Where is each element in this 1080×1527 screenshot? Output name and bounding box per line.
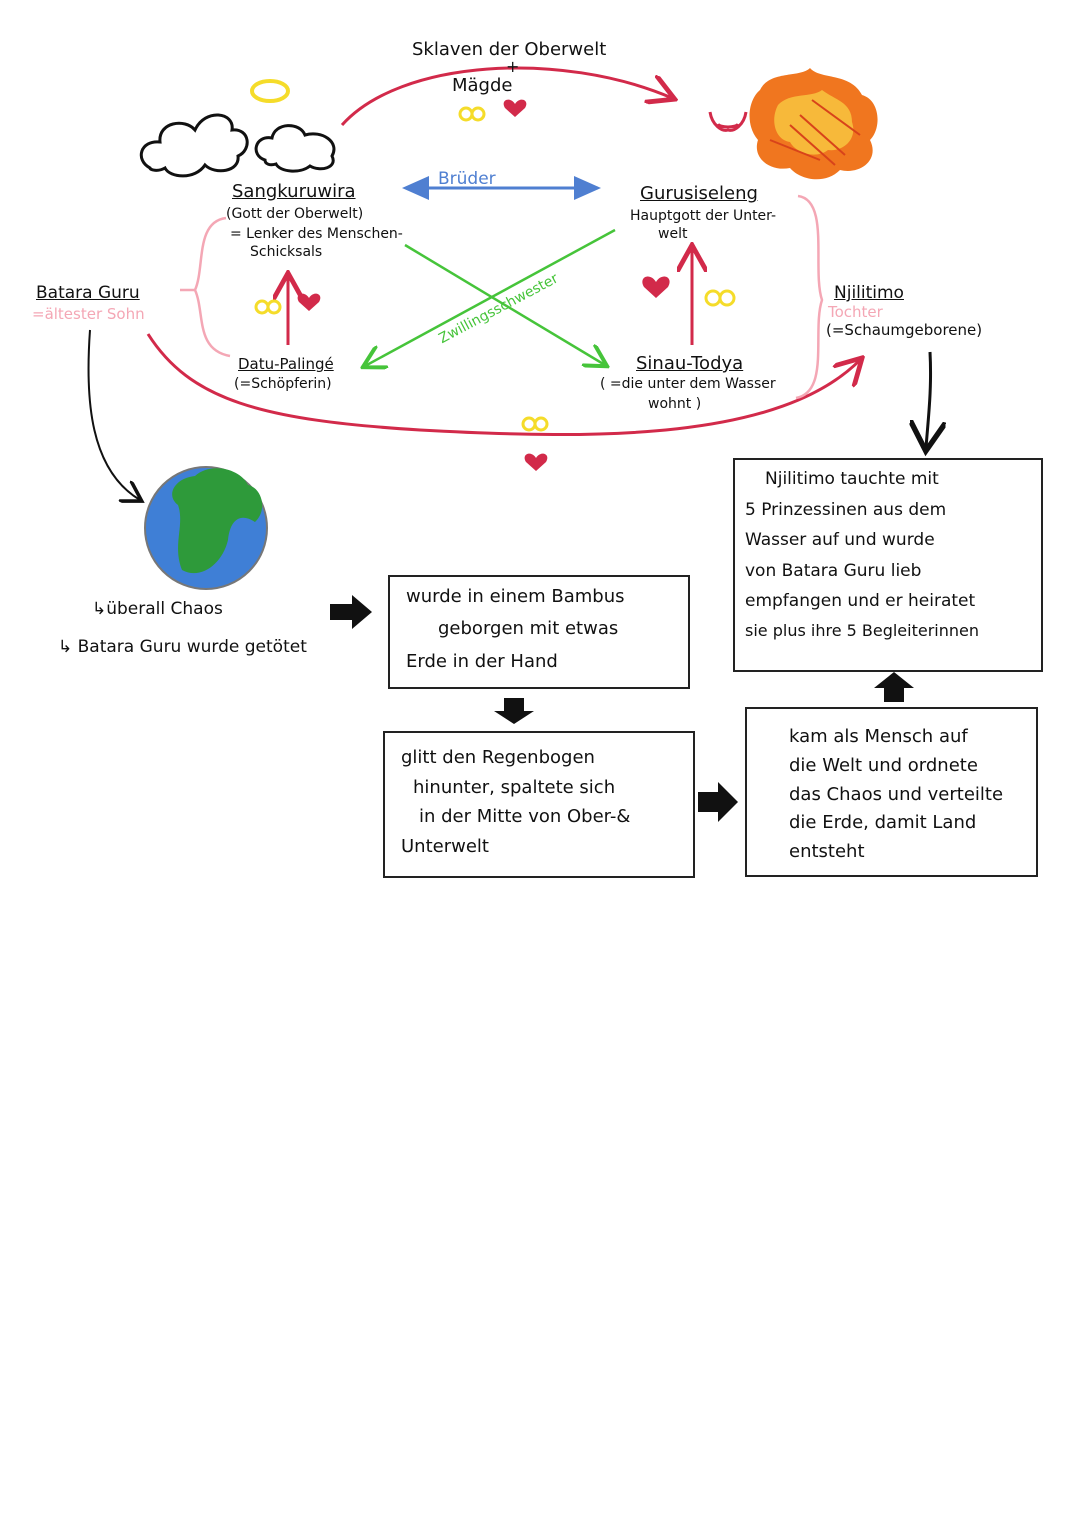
gurusiseleng-desc: Hauptgott der Unter- [630, 208, 777, 224]
rings-icon [254, 299, 282, 315]
batara-guru-name: Batara Guru [36, 283, 140, 303]
devil-horns-icon [708, 111, 748, 132]
rainbow-box-line: glitt den Regenbogen [401, 747, 595, 768]
slaves-arrow [340, 66, 672, 127]
right-brace [795, 194, 824, 400]
rainbow-box: glitt den Regenbogen hinunter, spaltete … [383, 731, 695, 878]
gurusiseleng-name: Gurusiseleng [640, 183, 758, 204]
rainbow-box-line: Unterwelt [401, 836, 489, 858]
heart-icon [503, 99, 527, 117]
killed-note: ↳ Batara Guru wurde getötet [58, 637, 307, 657]
sinau-todya-name: Sinau-Todya [636, 353, 744, 374]
chaos-to-bamboo-arrow [330, 595, 372, 629]
sinau-todya-desc: ( =die unter dem Wasser [600, 376, 776, 392]
batara-to-earth-arrow [87, 329, 140, 500]
rainbow-box-line: hinunter, spaltete sich [413, 776, 616, 798]
bamboo-to-rainbow-arrow [494, 698, 534, 724]
fire-icon [749, 68, 878, 180]
sangkuruwira-desc: Schicksals [250, 244, 323, 260]
cloud-icon [139, 113, 249, 178]
rings-icon [458, 106, 486, 122]
human-box: kam als Mensch auf die Welt und ordnete … [745, 707, 1038, 877]
sangkuruwira-name: Sangkuruwira [232, 181, 356, 202]
sangkuruwira-desc: = Lenker des Menschen- [230, 226, 403, 242]
rainbow-to-human-arrow [698, 782, 738, 822]
chaos-note: ↳überall Chaos [92, 599, 223, 619]
gurusiseleng-desc: welt [658, 226, 688, 242]
njilitimo-box-line: empfangen und er heiratet [745, 591, 976, 612]
batara-guru-desc: =ältester Sohn [32, 305, 145, 323]
human-box-line: kam als Mensch auf [789, 726, 968, 747]
njilitimo-box-line: 5 Prinzessinen aus dem [745, 499, 947, 520]
bamboo-box-line: geborgen mit etwas [438, 618, 619, 640]
human-to-njilitimo-arrow [874, 672, 914, 702]
njilitimo-to-box-arrow [926, 351, 931, 448]
gurusiseleng-to-datu-arrow [365, 228, 616, 366]
heart-icon [642, 276, 670, 298]
human-box-line: das Chaos und verteilte [789, 783, 1004, 805]
left-brace [193, 216, 231, 358]
datu-palinge-name: Datu-Palingé [238, 355, 334, 373]
marriage-arrow [146, 333, 860, 437]
njilitimo-name: Njilitimo [834, 283, 904, 303]
human-box-line: die Welt und ordnete [789, 754, 978, 776]
earth-icon [144, 466, 268, 590]
njilitimo-box: Njilitimo tauchte mit 5 Prinzessinen aus… [733, 458, 1043, 672]
sinau-todya-desc: wohnt ) [648, 396, 702, 412]
bamboo-box: wurde in einem Bambus geborgen mit etwas… [388, 575, 690, 689]
rainbow-box-line: in der Mitte von Ober-& [419, 806, 631, 828]
human-box-line: die Erde, damit Land [789, 812, 977, 834]
sangkuruwira-to-sinau-arrow [404, 243, 605, 365]
njilitimo-box-line: Wasser auf und wurde [745, 530, 935, 551]
sangkuruwira-desc: (Gott der Oberwelt) [226, 206, 364, 222]
maids-label: Mägde [452, 75, 513, 96]
halo-icon [250, 79, 290, 103]
slaves-label: Sklaven der Oberwelt [412, 39, 607, 60]
heart-icon [297, 293, 321, 311]
brothers-label: Brüder [438, 169, 496, 189]
njilitimo-box-line: sie plus ihre 5 Begleiterinnen [745, 620, 979, 640]
human-box-line: entsteht [789, 841, 865, 863]
heart-icon [524, 453, 548, 471]
bamboo-box-line: Erde in der Hand [406, 650, 558, 672]
njilitimo-box-line: Njilitimo tauchte mit [765, 469, 939, 489]
rings-icon [704, 289, 736, 307]
datu-palinge-desc: (=Schöpferin) [234, 376, 332, 392]
njilitimo-box-line: von Batara Guru lieb [745, 560, 922, 581]
njilitimo-desc: (=Schaumgeborene) [826, 321, 983, 339]
bamboo-box-line: wurde in einem Bambus [406, 586, 625, 607]
njilitimo-role: Tochter [828, 303, 883, 321]
plus-sign: + [506, 57, 520, 76]
rings-icon [521, 416, 549, 432]
cloud-icon [254, 124, 336, 173]
